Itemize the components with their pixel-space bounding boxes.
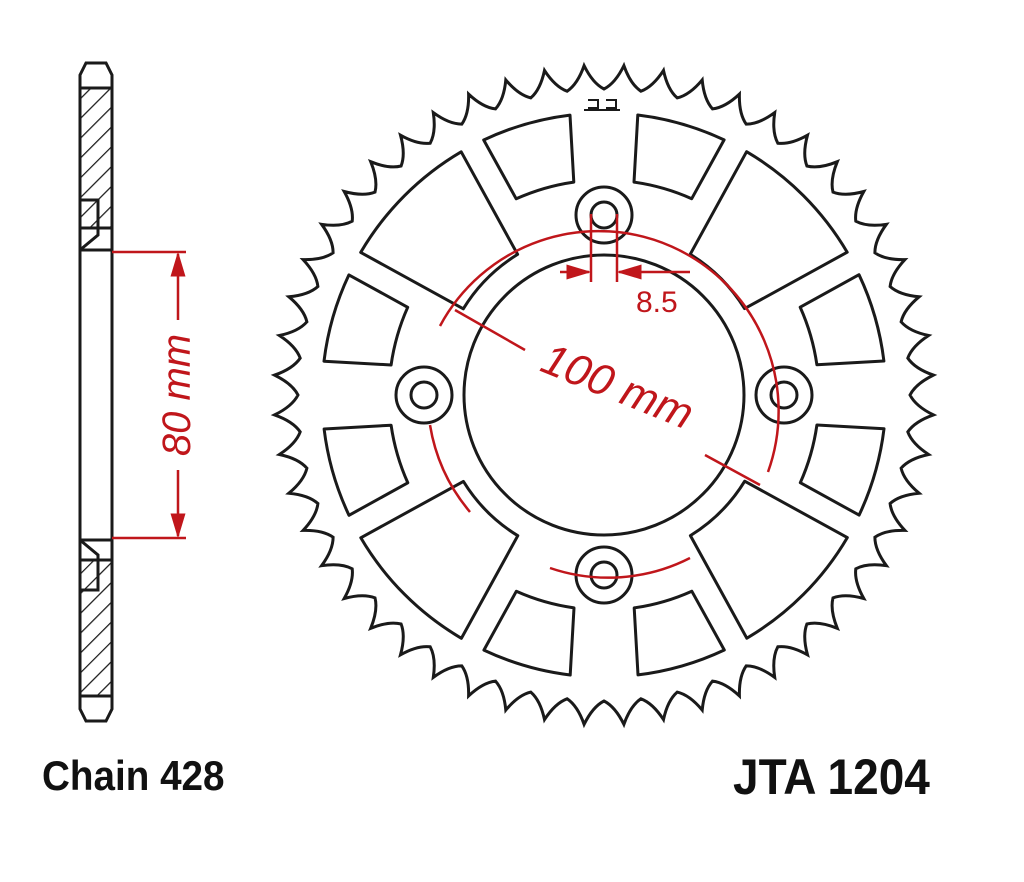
center-bore <box>462 253 746 537</box>
hub-diameter-dimension <box>112 250 186 540</box>
hatch-bottom <box>78 558 114 698</box>
part-number-label: JTA 1204 <box>733 749 930 805</box>
sprocket-teeth-outline <box>270 61 938 729</box>
hatch-top <box>78 86 114 230</box>
lightening-window <box>322 273 410 367</box>
lightening-window <box>688 150 849 311</box>
lightening-window <box>359 479 520 640</box>
chain-size-label: Chain 428 <box>42 752 225 799</box>
hub-diameter-label: 80 mm <box>155 334 199 456</box>
bolt-hole-label: 8.5 <box>636 286 678 319</box>
lightening-window <box>798 273 886 367</box>
lightening-window <box>359 150 520 311</box>
lightening-window <box>632 113 726 201</box>
lightening-window <box>688 479 849 640</box>
side-profile <box>78 61 114 723</box>
bolt-hole <box>589 560 619 590</box>
lightening-window <box>798 423 886 517</box>
pcd-dimension <box>428 214 780 579</box>
lightening-window <box>322 423 410 517</box>
lightening-window <box>482 113 576 201</box>
pcd-label: 100 mm <box>535 334 701 439</box>
bolt-hole <box>589 200 619 230</box>
lightening-window <box>632 589 726 677</box>
bolt-hole <box>409 380 439 410</box>
jt-logo <box>584 99 620 111</box>
lightening-window <box>482 589 576 677</box>
bolt-hole <box>769 380 799 410</box>
